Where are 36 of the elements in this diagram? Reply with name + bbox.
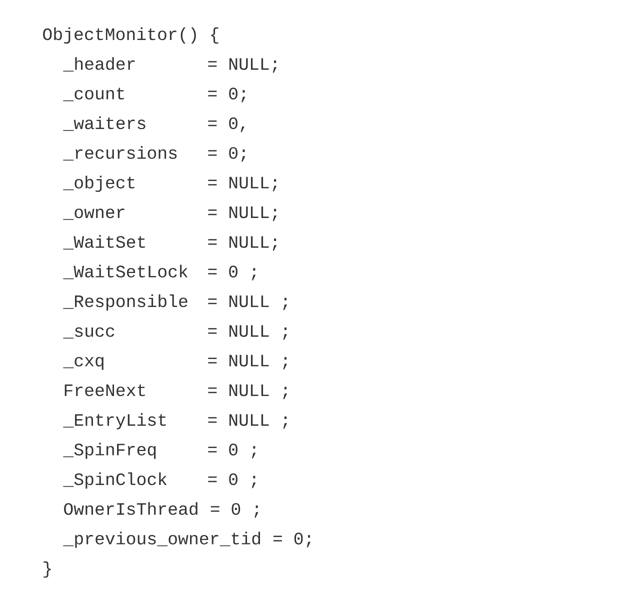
code-text: = 0 ;: [208, 473, 256, 488]
code-text: _SpinFreq: [63, 442, 156, 459]
code-text: = NULL;: [208, 236, 277, 251]
code-text: OwnerIsThread: [64, 502, 198, 515]
code-text: = 0,: [208, 117, 244, 132]
code-text: _WaitSet: [63, 235, 145, 250]
code-text: = NULL ;: [208, 414, 287, 429]
code-text: _header: [63, 57, 135, 72]
code-text: = NULL;: [208, 176, 277, 192]
code-text: _cxq: [63, 356, 104, 370]
code-text: = NULL ;: [208, 354, 287, 370]
code-text: _count: [63, 88, 124, 102]
code-text: = NULL ;: [208, 325, 287, 340]
code-text: = 0;: [208, 147, 246, 162]
code-text: = NULL;: [208, 206, 277, 222]
code-text: = NULL ;: [208, 384, 287, 400]
code-text: = NULL;: [208, 58, 277, 73]
code-text: _succ: [63, 327, 114, 339]
code-text: ObjectMonitor() {: [43, 27, 218, 44]
code-text: _owner: [63, 208, 124, 220]
code-text: }: [44, 561, 51, 578]
code-text: _recursions: [63, 146, 177, 161]
code-text: _waiters: [63, 116, 146, 131]
code-text: = 0 ;: [210, 503, 258, 518]
code-text: _previous_owner_tid: [63, 532, 260, 548]
code-text: = 0;: [208, 88, 246, 102]
code-text: = 0;: [273, 532, 310, 548]
code-text: _object: [63, 176, 134, 192]
code-text: = 0 ;: [208, 266, 256, 280]
code-text: _SpinClock: [63, 472, 167, 489]
code-text: FreeNext: [64, 384, 145, 396]
code-text: _EntryList: [63, 413, 166, 430]
code-text: = NULL ;: [208, 296, 287, 310]
code-text: _WaitSetLock: [63, 264, 188, 280]
code-text: _Responsible: [63, 294, 188, 311]
code-text: = 0 ;: [208, 444, 256, 458]
